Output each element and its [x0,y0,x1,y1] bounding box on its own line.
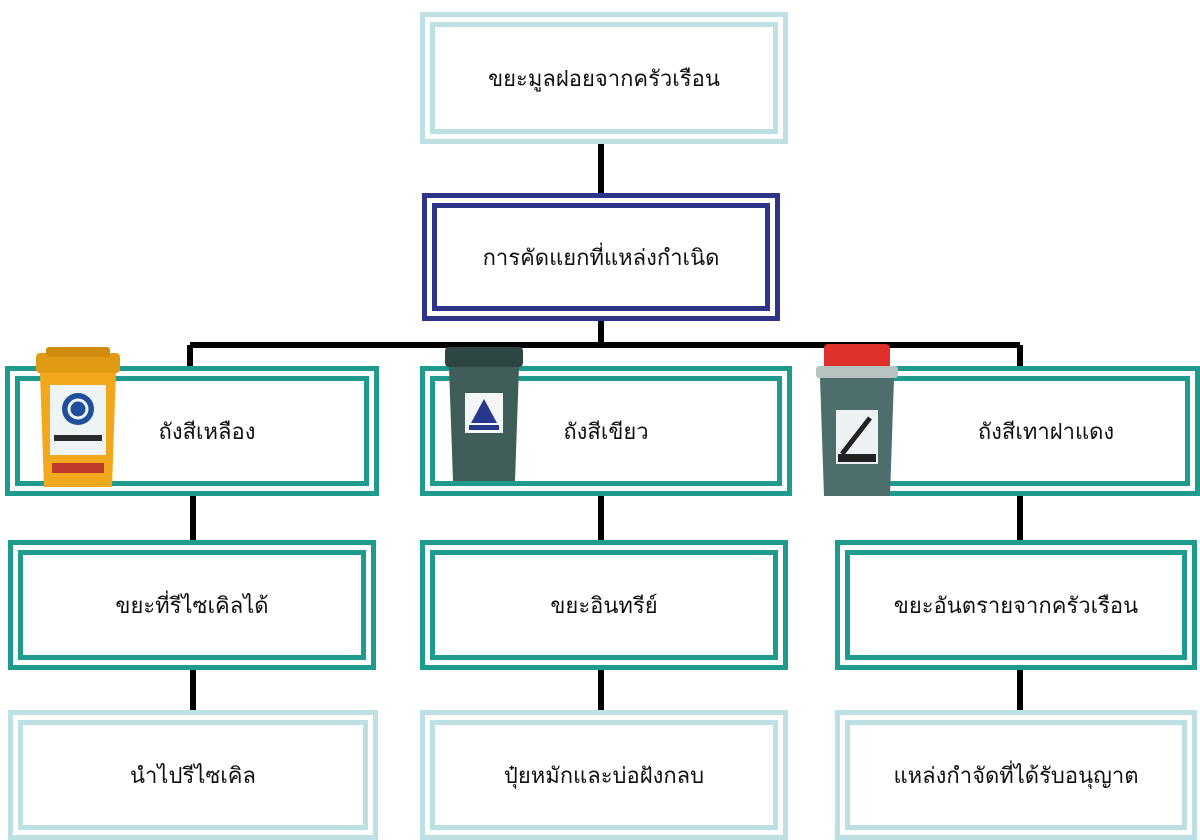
destination-label-3: แหล่งกำจัดที่ได้รับอนุญาต [893,763,1139,789]
root-box: ขยะมูลฝอยจากครัวเรือน [420,12,788,144]
bin-label-1: ถังสีเหลือง [158,419,256,445]
waste-label-2: ขยะอินทรีย์ [550,593,658,619]
waste-box-3: ขยะอันตรายจากครัวเรือน [835,540,1197,670]
destination-label-2: ปุ๋ยหมักและบ่อฝังกลบ [503,763,705,789]
gray-red-lid-bin-icon [816,344,898,496]
root-label: ขยะมูลฝอยจากครัวเรือน [488,66,720,92]
waste-label-1: ขยะที่รีไซเคิลได้ [115,593,269,619]
bin-label-2: ถังสีเขียว [563,419,649,445]
destination-box-1: นำไปรีไซเคิล [8,710,378,840]
destination-label-1: นำไปรีไซเคิล [130,763,256,789]
destination-box-3: แหล่งกำจัดที่ได้รับอนุญาต [835,710,1197,840]
waste-box-1: ขยะที่รีไซเคิลได้ [8,540,376,670]
destination-box-2: ปุ๋ยหมักและบ่อฝังกลบ [420,710,788,840]
yellow-bin-icon [36,347,120,487]
waste-box-2: ขยะอินทรีย์ [420,540,788,670]
separation-label: การคัดแยกที่แหล่งกำเนิด [482,245,720,271]
separation-box: การคัดแยกที่แหล่งกำเนิด [422,193,780,321]
green-bin-icon [445,347,523,481]
bin-label-3: ถังสีเทาฝาแดง [977,419,1115,445]
waste-label-3: ขยะอันตรายจากครัวเรือน [893,593,1139,619]
